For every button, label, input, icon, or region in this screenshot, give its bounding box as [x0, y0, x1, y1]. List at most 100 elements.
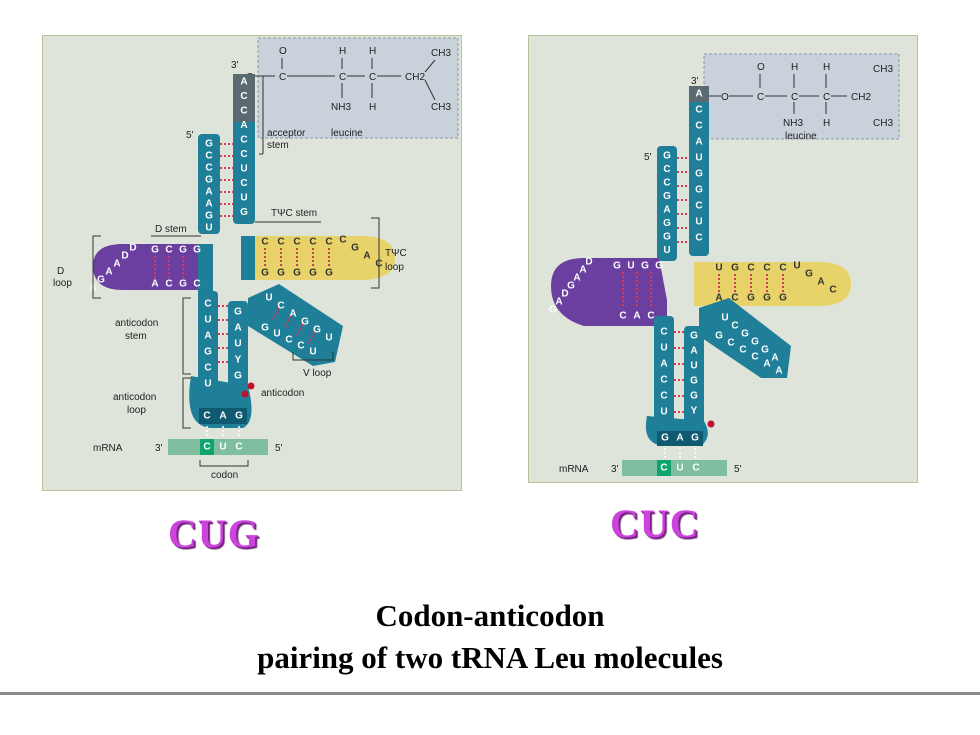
- nucleotide: C: [165, 279, 172, 290]
- leucine-formula: O H H CH3 O C C C CH2 NH3 H CH3 leucine: [246, 46, 451, 139]
- nucleotide: C: [293, 237, 300, 248]
- nucleotide: A: [205, 199, 212, 210]
- nucleotide: C: [240, 106, 247, 117]
- leucine-formula-right: O H H CH3 O C C C CH2 NH3 H CH3 leucine: [721, 62, 893, 142]
- svg-text:H: H: [823, 62, 830, 73]
- nucleotide: C: [203, 442, 210, 453]
- nucleotide: A: [204, 331, 211, 342]
- nucleotide: G: [741, 329, 749, 340]
- svg-text:5': 5': [275, 443, 283, 454]
- svg-text:NH3: NH3: [331, 102, 351, 113]
- nucleotide: U: [219, 442, 226, 453]
- svg-text:H: H: [369, 46, 376, 57]
- nucleotide: C: [205, 151, 212, 162]
- svg-text:stem: stem: [267, 140, 289, 151]
- nucleotide: U: [234, 339, 241, 350]
- nucleotide: A: [555, 297, 562, 308]
- anticodon-strand-right: [228, 301, 248, 396]
- leucine-box: [257, 37, 459, 139]
- nucleotide: A: [579, 265, 586, 276]
- nucleotide: G: [193, 245, 201, 256]
- nucleotide: G: [205, 139, 213, 150]
- nucleotide: D: [121, 251, 128, 262]
- nucleotide: C: [695, 201, 702, 212]
- nucleotide: A: [771, 353, 778, 364]
- svg-text:H: H: [339, 46, 346, 57]
- nucleotide: C: [763, 263, 770, 274]
- nucleotide: C: [619, 311, 626, 322]
- svg-text:C: C: [757, 92, 764, 103]
- nucleotide: G: [747, 293, 755, 304]
- nucleotide: G: [613, 261, 621, 272]
- svg-text:anticodon: anticodon: [115, 318, 158, 329]
- svg-text:loop: loop: [385, 262, 404, 273]
- t-arm: [241, 236, 395, 280]
- nucleotide: A: [219, 411, 226, 422]
- nucleotide: C: [261, 237, 268, 248]
- nucleotide: G: [715, 331, 723, 342]
- nucleotide: A: [105, 267, 112, 278]
- nucleotide: U: [273, 329, 280, 340]
- nucleotide: G: [655, 261, 663, 272]
- nucleotide: A: [663, 205, 670, 216]
- nucleotide: G: [309, 268, 317, 279]
- svg-text:stem: stem: [125, 331, 147, 342]
- nucleotide: C: [204, 363, 211, 374]
- nucleotide: A: [715, 293, 722, 304]
- nucleotide: C: [647, 311, 654, 322]
- nucleotide: U: [793, 261, 800, 272]
- v-arm: [248, 284, 343, 366]
- nucleotide: C: [779, 263, 786, 274]
- nucleotide: G: [204, 347, 212, 358]
- nucleotide: G: [205, 211, 213, 222]
- svg-text:C: C: [339, 72, 346, 83]
- svg-text:D stem: D stem: [155, 224, 187, 235]
- nucleotide: U: [695, 153, 702, 164]
- anticodon-strand-left: [198, 291, 218, 396]
- acceptor-strand-5: [198, 134, 220, 234]
- svg-text:3': 3': [155, 443, 163, 454]
- svg-text:CH3: CH3: [431, 48, 451, 59]
- nucleotide: G: [293, 268, 301, 279]
- nucleotide: G: [97, 275, 105, 286]
- nucleotide: Y: [691, 406, 698, 417]
- svg-text:5': 5': [186, 130, 194, 141]
- nucleotide: C: [695, 121, 702, 132]
- nucleotide: C: [240, 178, 247, 189]
- nucleotide: A: [151, 279, 158, 290]
- nucleotide: U: [265, 293, 272, 304]
- nucleotide: U: [240, 164, 247, 175]
- nucleotide: G: [691, 433, 699, 444]
- nucleotide: A: [205, 187, 212, 198]
- caption-line-2: pairing of two tRNA Leu molecules: [257, 640, 723, 675]
- nucleotide: G: [234, 371, 242, 382]
- nucleotide: C: [660, 375, 667, 386]
- nucleotide: G: [179, 245, 187, 256]
- nucleotide: U: [715, 263, 722, 274]
- nucleotide: C: [203, 411, 210, 422]
- svg-text:CH2: CH2: [851, 92, 871, 103]
- nucleotide: C: [692, 463, 699, 474]
- svg-text:C: C: [369, 72, 376, 83]
- nucleotide: C: [663, 178, 670, 189]
- nucleotide: G: [805, 269, 813, 280]
- nucleotide: C: [240, 135, 247, 146]
- nucleotide: U: [204, 315, 211, 326]
- footer-divider: [0, 692, 980, 695]
- svg-text:loop: loop: [127, 405, 146, 416]
- nucleotide: C: [277, 237, 284, 248]
- nucleotide: G: [277, 268, 285, 279]
- svg-text:C: C: [279, 72, 286, 83]
- svg-text:5': 5': [734, 464, 742, 475]
- svg-text:C: C: [791, 92, 798, 103]
- nucleotide: U: [325, 333, 332, 344]
- nucleotide: G: [663, 151, 671, 162]
- nucleotide: G: [663, 191, 671, 202]
- svg-text:TΨC stem: TΨC stem: [271, 208, 317, 219]
- nucleotide: A: [817, 277, 824, 288]
- svg-text:O: O: [279, 46, 287, 57]
- nucleotide: A: [240, 77, 247, 88]
- nucleotide: U: [240, 193, 247, 204]
- nucleotide: G: [663, 218, 671, 229]
- svg-text:acceptor: acceptor: [267, 128, 306, 139]
